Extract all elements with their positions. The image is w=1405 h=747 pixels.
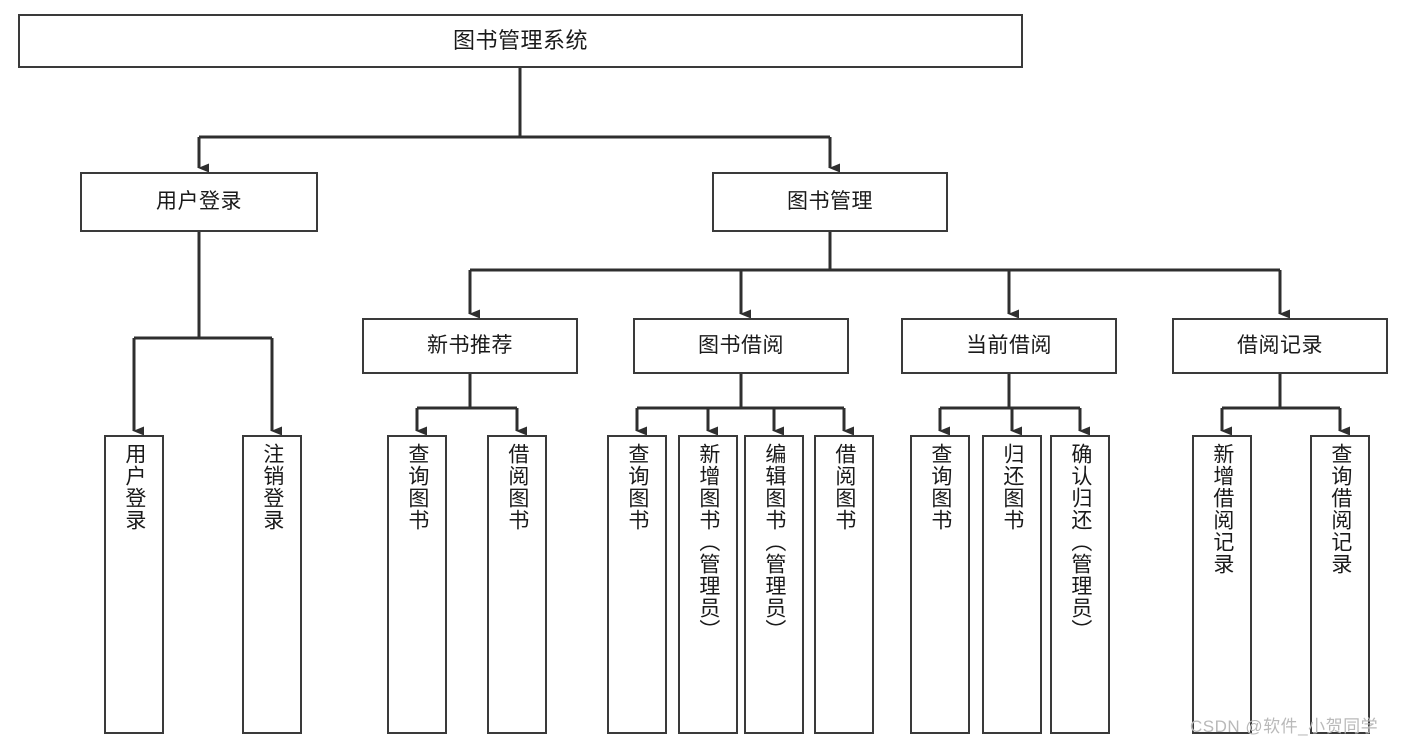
leaf-edit-book-admin[interactable]: 编辑图书（管理员） (744, 435, 804, 734)
edges-borrowrecords-to-leaves (1220, 374, 1350, 436)
node-label: 用户登录 (156, 190, 242, 214)
leaf-query-books-borrow[interactable]: 查询图书 (607, 435, 667, 734)
node-user-login[interactable]: 用户登录 (80, 172, 318, 232)
node-root-label: 图书管理系统 (452, 27, 588, 53)
node-label: 新书推荐 (427, 334, 513, 358)
leaf-query-borrow-record[interactable]: 查询借阅记录 (1310, 435, 1370, 734)
node-label: 归还图书 (1000, 443, 1024, 531)
edges-userlogin-to-leaves (132, 232, 282, 436)
node-label: 查询借阅记录 (1328, 443, 1352, 575)
edges-newbooks-to-leaves (415, 374, 527, 436)
node-label: 查询图书 (625, 443, 649, 531)
leaf-add-borrow-record[interactable]: 新增借阅记录 (1192, 435, 1252, 734)
node-label: 用户登录 (122, 443, 146, 531)
leaf-query-books-current[interactable]: 查询图书 (910, 435, 970, 734)
leaf-return-books[interactable]: 归还图书 (982, 435, 1042, 734)
node-label: 查询图书 (405, 443, 429, 531)
node-label: 借阅图书 (505, 443, 529, 531)
edges-root-to-level1 (197, 68, 840, 173)
node-current-borrow[interactable]: 当前借阅 (901, 318, 1117, 374)
node-book-borrow[interactable]: 图书借阅 (633, 318, 849, 374)
leaf-borrow-books-newbooks[interactable]: 借阅图书 (487, 435, 547, 734)
leaf-borrow-books[interactable]: 借阅图书 (814, 435, 874, 734)
node-label: 新增借阅记录 (1210, 443, 1234, 575)
node-label: 新增图书（管理员） (696, 443, 720, 641)
edges-booksmgmt-to-level2 (468, 232, 1290, 319)
edges-borrowbooks-to-leaves (635, 374, 854, 436)
node-label: 图书管理 (787, 190, 873, 214)
node-root-system[interactable]: 图书管理系统 (18, 14, 1023, 68)
node-label: 注销登录 (260, 443, 284, 531)
node-label: 借阅记录 (1237, 334, 1323, 358)
leaf-logout[interactable]: 注销登录 (242, 435, 302, 734)
leaf-confirm-return-admin[interactable]: 确认归还（管理员） (1050, 435, 1110, 734)
node-label: 确认归还（管理员） (1068, 443, 1092, 641)
node-book-management[interactable]: 图书管理 (712, 172, 948, 232)
node-borrow-records[interactable]: 借阅记录 (1172, 318, 1388, 374)
watermark-csdn: CSDN @软件_小贺同学 (1190, 717, 1379, 736)
leaf-add-book-admin[interactable]: 新增图书（管理员） (678, 435, 738, 734)
node-label: 图书借阅 (698, 334, 784, 358)
node-new-book-recommend[interactable]: 新书推荐 (362, 318, 578, 374)
edges-currentborrow-to-leaves (938, 374, 1090, 436)
leaf-query-books-newbooks[interactable]: 查询图书 (387, 435, 447, 734)
node-label: 编辑图书（管理员） (762, 443, 786, 641)
node-label: 借阅图书 (832, 443, 856, 531)
leaf-user-login[interactable]: 用户登录 (104, 435, 164, 734)
node-label: 查询图书 (928, 443, 952, 531)
node-label: 当前借阅 (966, 334, 1052, 358)
